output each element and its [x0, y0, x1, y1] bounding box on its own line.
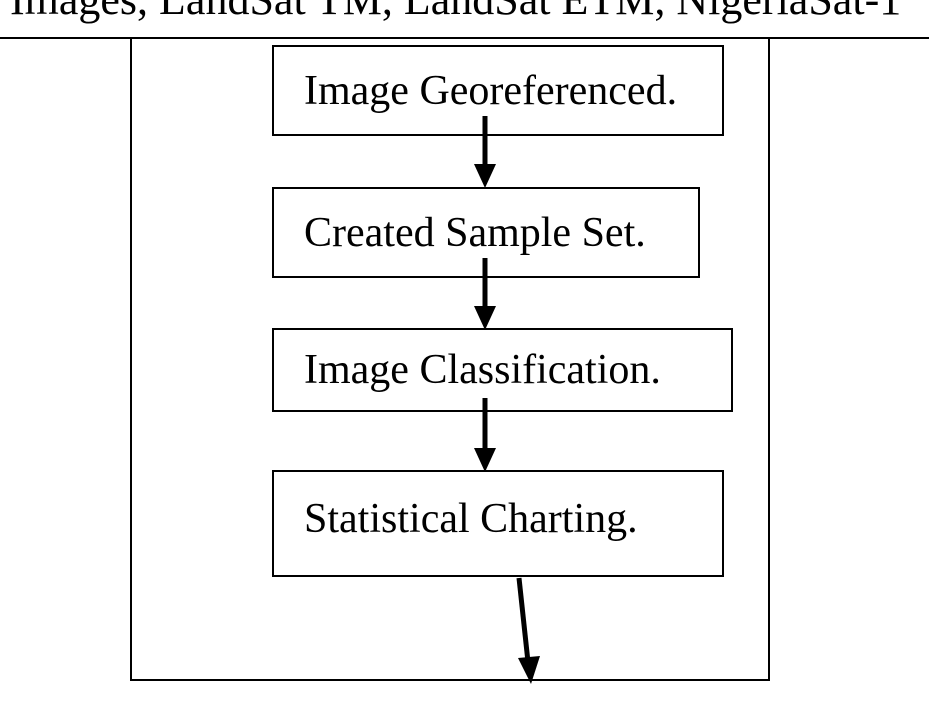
- flowchart-frame: [130, 38, 770, 681]
- step-label: Image Classification.: [304, 347, 661, 393]
- step-box-statistical-charting: Statistical Charting.: [272, 470, 724, 577]
- header-text: Images, LandSat TM, LandSat ETM, Nigeria…: [10, 0, 901, 22]
- header-rule: [0, 37, 929, 39]
- step-box-created-sample-set: Created Sample Set.: [272, 187, 700, 278]
- step-label: Image Georeferenced.: [304, 67, 678, 114]
- step-box-image-classification: Image Classification.: [272, 328, 733, 412]
- step-box-image-georeferenced: Image Georeferenced.: [272, 45, 724, 136]
- step-label: Created Sample Set.: [304, 209, 646, 256]
- step-label: Statistical Charting.: [304, 496, 638, 542]
